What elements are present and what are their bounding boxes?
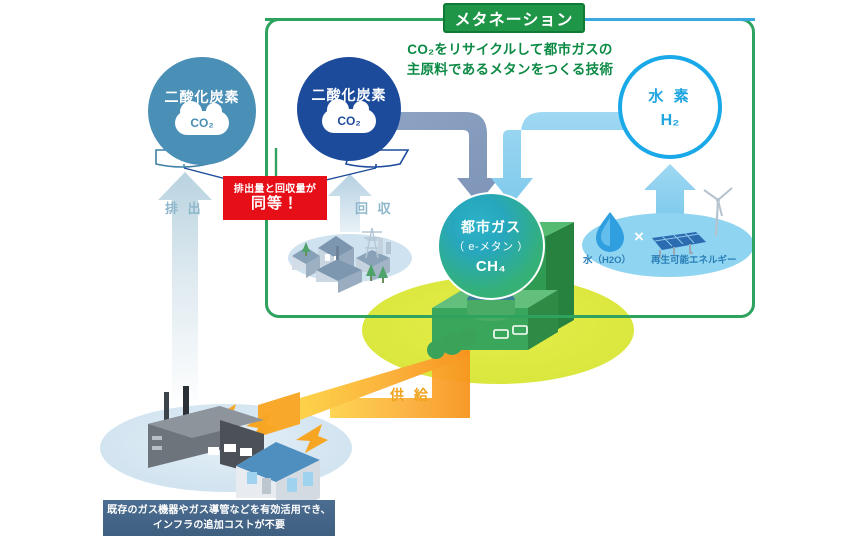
title-badge: メタネーション — [443, 3, 585, 33]
city-gas-title: 都市ガス — [461, 219, 521, 235]
h2-to-gas-arrow — [491, 112, 624, 204]
badge-rule-left — [265, 18, 445, 21]
co2-captured-title: 二酸化炭素 — [311, 87, 387, 103]
co2-captured-formula: CO₂ — [337, 114, 361, 128]
power-pylon-icon — [362, 227, 382, 259]
hydrogen-node: 水 素 H₂ — [618, 55, 722, 159]
recovery-arrow — [328, 174, 372, 232]
town-illustration — [292, 227, 391, 293]
multiply-symbol: × — [634, 227, 644, 246]
co2-captured-node: 二酸化炭素 CO₂ — [297, 57, 401, 161]
badge-rule-right — [583, 18, 755, 21]
caption-line-1: 既存のガス機器やガス導管などを有効活用でき、 — [107, 504, 331, 516]
co2-to-gas-arrow — [360, 112, 499, 204]
water-label: 水（H2O） — [583, 255, 632, 266]
cloud-icon: CO₂ — [322, 99, 376, 133]
equal-amount-banner: 排出量と回収量が 同等！ — [223, 176, 327, 220]
hydrogen-title: 水 素 — [648, 87, 692, 105]
recovery-label: 回 収 — [355, 201, 394, 216]
wind-turbine-icon — [703, 187, 733, 237]
hydrogen-up-arrow — [644, 164, 696, 218]
chimney-icon — [378, 238, 391, 254]
emission-label: 排 出 — [165, 201, 204, 216]
renewable-energy-label: 再生可能エネルギー — [651, 255, 737, 266]
hydrogen-formula: H₂ — [660, 111, 680, 129]
infrastructure-caption: 既存のガス機器やガス導管などを有効活用でき、 インフラの追加コストが不要 — [103, 500, 335, 536]
co2-emitted-node: 二酸化炭素 CO₂ — [148, 57, 256, 165]
water-droplet-icon — [596, 212, 624, 252]
subtitle-line-2: 主原料であるメタンをつくる技術 — [406, 61, 614, 77]
supply-label: 供 給 — [390, 387, 431, 403]
co2-emitted-formula: CO₂ — [190, 116, 214, 130]
banner-line-1: 排出量と回収量が — [233, 183, 317, 195]
cloud-icon: CO₂ — [175, 101, 229, 135]
tree-icon — [302, 242, 388, 283]
house-illustration — [236, 442, 320, 520]
emission-arrow — [158, 172, 212, 410]
caption-line-2: インフラの追加コストが不要 — [152, 520, 286, 531]
city-gas-node: 都市ガス （ e-メタン ） CH₄ — [437, 192, 545, 300]
title-badge-label: メタネーション — [454, 12, 574, 29]
subtitle-line-1: CO₂をリサイクルして都市ガスの — [407, 42, 613, 57]
co2-emitted-title: 二酸化炭素 — [164, 89, 240, 105]
solar-panel-icon — [652, 232, 706, 258]
city-gas-subtitle: （ e-メタン ） — [453, 241, 529, 253]
subtitle: CO₂をリサイクルして都市ガスの 主原料であるメタンをつくる技術 — [390, 40, 630, 79]
banner-line-2: 同等！ — [250, 194, 299, 212]
city-gas-formula: CH₄ — [475, 258, 507, 275]
